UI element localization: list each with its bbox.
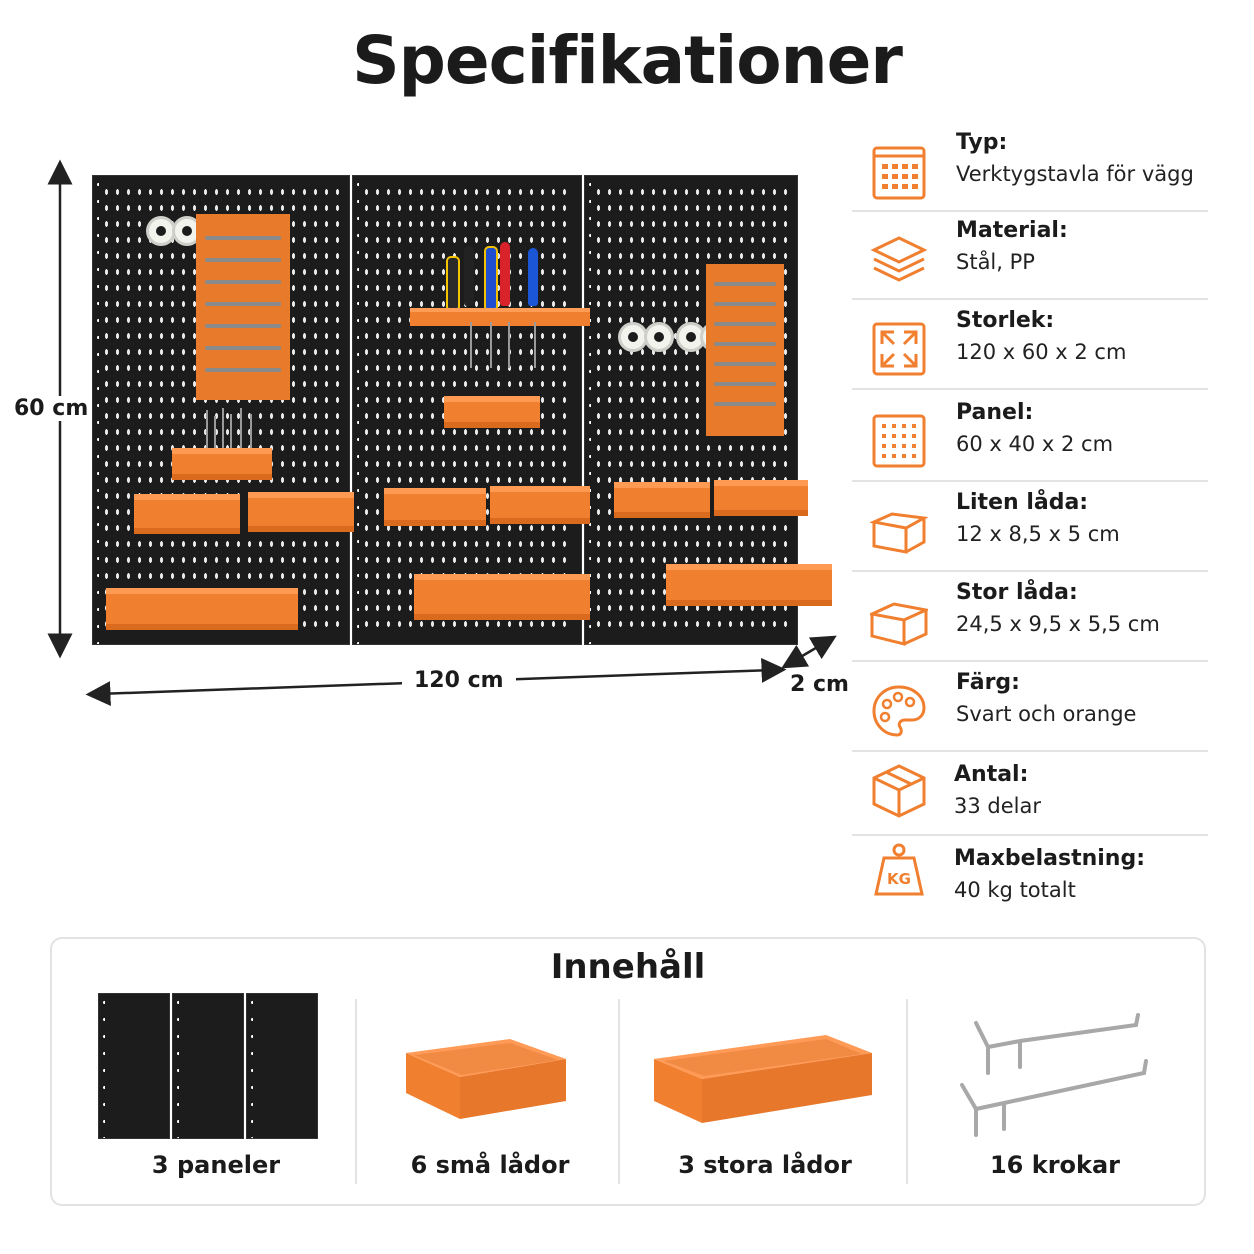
spec-key: Maxbelastning: (954, 846, 1146, 871)
spec-value: 24,5 x 9,5 x 5,5 cm (956, 612, 1160, 636)
contents-box: Innehåll 3 paneler 6 små lådor 3 stora l… (50, 937, 1206, 1206)
small-box (172, 448, 272, 480)
height-dimension-label: 60 cm (10, 396, 93, 421)
spec-key: Stor låda: (956, 580, 1078, 605)
spec-key: Panel: (956, 400, 1034, 425)
screwdriver (500, 242, 510, 306)
spec-small-box: Liten låda: 12 x 8,5 x 5 cm (852, 484, 1208, 572)
spec-color: Färg: Svart och orange (852, 664, 1208, 752)
spec-value: 60 x 40 x 2 cm (956, 432, 1114, 456)
screwdriver (528, 248, 538, 306)
dimension-lines (47, 159, 837, 707)
spec-size: Storlek: 120 x 60 x 2 cm (852, 302, 1208, 390)
spec-value: 40 kg totalt (954, 878, 1076, 902)
small-box (614, 482, 710, 518)
spec-quantity: Antal: 33 delar (852, 752, 1208, 836)
contents-item-hooks: 16 krokar (910, 989, 1200, 1199)
spec-value: Verktygstavla för vägg (956, 162, 1194, 186)
small-box-icon (870, 512, 928, 554)
large-box-icon (870, 602, 928, 646)
large-box (106, 588, 298, 630)
spec-key: Typ: (956, 130, 1008, 155)
spec-large-box: Stor låda: 24,5 x 9,5 x 5,5 cm (852, 574, 1208, 662)
screwdriver (464, 246, 474, 306)
small-box (490, 486, 590, 524)
panels-image (98, 993, 318, 1139)
small-box (714, 480, 808, 516)
contents-label: 3 stora lådor (678, 1151, 852, 1179)
screwdriver-shelf (410, 308, 590, 326)
tape-roll (644, 322, 674, 352)
palette-icon (872, 685, 926, 737)
large-box (666, 564, 832, 606)
small-box (384, 488, 486, 526)
depth-dimension-label: 2 cm (786, 672, 853, 697)
spec-key: Material: (956, 218, 1068, 243)
spec-panel: Panel: 60 x 40 x 2 cm (852, 394, 1208, 482)
contents-label: 3 paneler (151, 1151, 281, 1179)
wrench-rack-right (706, 264, 784, 436)
spec-value: 33 delar (954, 794, 1041, 818)
spec-key: Antal: (954, 762, 1029, 787)
contents-title: Innehåll (550, 947, 706, 987)
weight-kg-icon: KG (874, 843, 924, 896)
spec-key: Liten låda: (956, 490, 1089, 515)
large-box-image (654, 1035, 872, 1123)
divider (355, 999, 357, 1184)
small-box-image (406, 1039, 566, 1119)
width-dimension-label: 120 cm (402, 668, 516, 693)
pegboard-icon (872, 414, 926, 468)
spec-type: Typ: Verktygstavla för vägg (852, 124, 1208, 212)
contents-label: 16 krokar (989, 1151, 1121, 1179)
spec-max-load: KG Maxbelastning: 40 kg totalt (852, 836, 1208, 924)
spec-value: Stål, PP (956, 250, 1035, 274)
spec-value: 120 x 60 x 2 cm (956, 340, 1127, 364)
contents-item-large-boxes: 3 stora lådor (622, 989, 908, 1199)
spec-value: 12 x 8,5 x 5 cm (956, 522, 1120, 546)
package-icon (872, 764, 926, 818)
contents-item-panels: 3 paneler (72, 989, 360, 1199)
divider (906, 999, 908, 1184)
contents-label: 6 små lådor (410, 1151, 570, 1179)
contents-item-small-boxes: 6 små lådor (362, 989, 618, 1199)
spec-key: Storlek: (956, 308, 1055, 333)
small-box (134, 494, 240, 534)
spec-material: Material: Stål, PP (852, 212, 1208, 300)
expand-arrows-icon (872, 322, 926, 376)
pegboard-panel-left (92, 175, 350, 645)
layers-icon (870, 236, 928, 282)
small-box (444, 396, 540, 428)
page-title: Specifikationer (352, 22, 903, 99)
spec-value: Svart och orange (956, 702, 1137, 726)
hooks-image (960, 1013, 1148, 1137)
small-box (248, 492, 354, 532)
spec-key: Färg: (956, 670, 1020, 695)
weight-badge-text: KG (887, 870, 911, 888)
grid-panel-icon (872, 146, 926, 200)
large-box (414, 574, 590, 620)
wrench-rack-left (196, 214, 290, 400)
divider (618, 999, 620, 1184)
